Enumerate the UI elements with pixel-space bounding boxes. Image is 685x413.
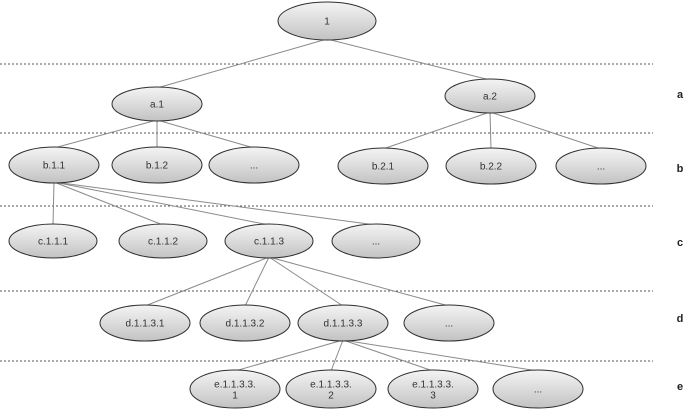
edge-d1133-e11332: [330, 339, 344, 372]
edge-c113-d1132: [244, 256, 270, 307]
node-c112: c.1.1.2: [118, 223, 208, 259]
node-e1133x: ...: [492, 369, 584, 409]
node-label: ...: [597, 162, 605, 173]
node-label: a.1: [150, 100, 164, 111]
node-label-line: 2: [328, 391, 334, 402]
node-shape: [277, 1, 377, 41]
edge-d1133-e11331: [234, 339, 344, 372]
level-label-b: b: [677, 163, 684, 175]
node-shape: [111, 146, 203, 184]
node-label: ...: [372, 237, 380, 248]
node-shape: [199, 304, 291, 342]
edge-c113-d1131: [144, 256, 270, 307]
node-shape: [555, 147, 647, 185]
edge-b11-c112: [53, 181, 164, 226]
node-label: 1: [324, 17, 330, 28]
node-label: b.2.1: [372, 162, 395, 173]
node-label: e.1.1.3.3.3: [412, 380, 454, 402]
edge-a2-b2x: [489, 111, 602, 150]
node-shape: [99, 304, 191, 342]
node-label: b.1.2: [146, 161, 169, 172]
node-b1x: ...: [208, 146, 300, 184]
edge-b11-c11x: [53, 181, 377, 226]
node-shape: [224, 223, 314, 259]
level-label-e: e: [677, 381, 683, 393]
edge-a1-b1x: [156, 119, 255, 149]
node-shape: [387, 369, 479, 409]
node-label: e.1.1.3.3.2: [310, 380, 352, 402]
edge-d1133-e11333: [342, 339, 434, 372]
edge-d1133-e1133x: [342, 339, 539, 372]
node-d113x: ...: [403, 304, 495, 342]
node-label-line: e.1.1.3.3.: [412, 380, 454, 391]
node-label: c.1.1.2: [148, 237, 178, 248]
node-shape: [285, 369, 377, 409]
edge-root-a2: [326, 38, 491, 81]
level-label-d: d: [677, 313, 684, 325]
node-root: 1: [277, 1, 377, 41]
node-b11: b.1.1: [8, 146, 100, 184]
node-shape: [445, 147, 537, 185]
edge-b11-c111: [52, 181, 55, 226]
node-b12: b.1.2: [111, 146, 203, 184]
node-c11x: ...: [331, 223, 421, 259]
edge-root-a1: [156, 38, 328, 89]
node-shape: [444, 78, 536, 114]
node-label: b.1.1: [43, 161, 66, 172]
node-label: ...: [445, 319, 453, 330]
node-a1: a.1: [111, 86, 203, 122]
node-shape: [208, 146, 300, 184]
node-e11331: e.1.1.3.3.1: [189, 369, 281, 409]
node-shape: [403, 304, 495, 342]
node-label-line: 3: [430, 391, 436, 402]
node-label: d.1.1.3.1: [126, 319, 165, 330]
node-label: c.1.1.3: [254, 237, 284, 248]
node-shape: [118, 223, 208, 259]
edge-c113-d1133: [268, 256, 344, 307]
node-label-line: 1: [232, 391, 238, 402]
node-shape: [297, 304, 389, 342]
node-c113: c.1.1.3: [224, 223, 314, 259]
node-c111: c.1.1.1: [8, 223, 98, 259]
node-e11332: e.1.1.3.3.2: [285, 369, 377, 409]
node-shape: [8, 223, 98, 259]
node-d1133: d.1.1.3.3: [297, 304, 389, 342]
node-label: b.2.2: [480, 162, 503, 173]
node-label: ...: [250, 161, 258, 172]
node-label: ...: [534, 385, 542, 396]
node-shape: [331, 223, 421, 259]
edge-a2-b21: [382, 111, 491, 150]
tree-nodes: 1 a.1 a.2 b.1.1 b.1.2... b.2.1 b.2.2... c.1.1.1…: [8, 1, 647, 409]
node-label: d.1.1.3.3: [324, 319, 363, 330]
node-label: a.2: [483, 92, 497, 103]
node-shape: [111, 86, 203, 122]
node-label-line: e.1.1.3.3.: [310, 380, 352, 391]
node-label-line: e.1.1.3.3.: [214, 380, 256, 391]
edge-a2-b22: [489, 111, 492, 150]
node-shape: [189, 369, 281, 409]
node-shape: [8, 146, 100, 184]
node-d1132: d.1.1.3.2: [199, 304, 291, 342]
edge-a1-b11: [53, 119, 158, 149]
node-d1131: d.1.1.3.1: [99, 304, 191, 342]
node-label: e.1.1.3.3.1: [214, 380, 256, 402]
edge-c113-d113x: [268, 256, 450, 307]
node-label: c.1.1.1: [38, 237, 68, 248]
node-a2: a.2: [444, 78, 536, 114]
node-b2x: ...: [555, 147, 647, 185]
node-b21: b.2.1: [337, 147, 429, 185]
node-shape: [337, 147, 429, 185]
node-label: d.1.1.3.2: [226, 319, 265, 330]
level-label-c: c: [677, 237, 683, 249]
node-e11333: e.1.1.3.3.3: [387, 369, 479, 409]
tree-edges: [52, 38, 602, 372]
edge-b11-c113: [53, 181, 270, 226]
node-shape: [492, 369, 584, 409]
node-b22: b.2.2: [445, 147, 537, 185]
level-labels: a b c d e: [677, 89, 684, 393]
level-label-a: a: [677, 89, 684, 101]
